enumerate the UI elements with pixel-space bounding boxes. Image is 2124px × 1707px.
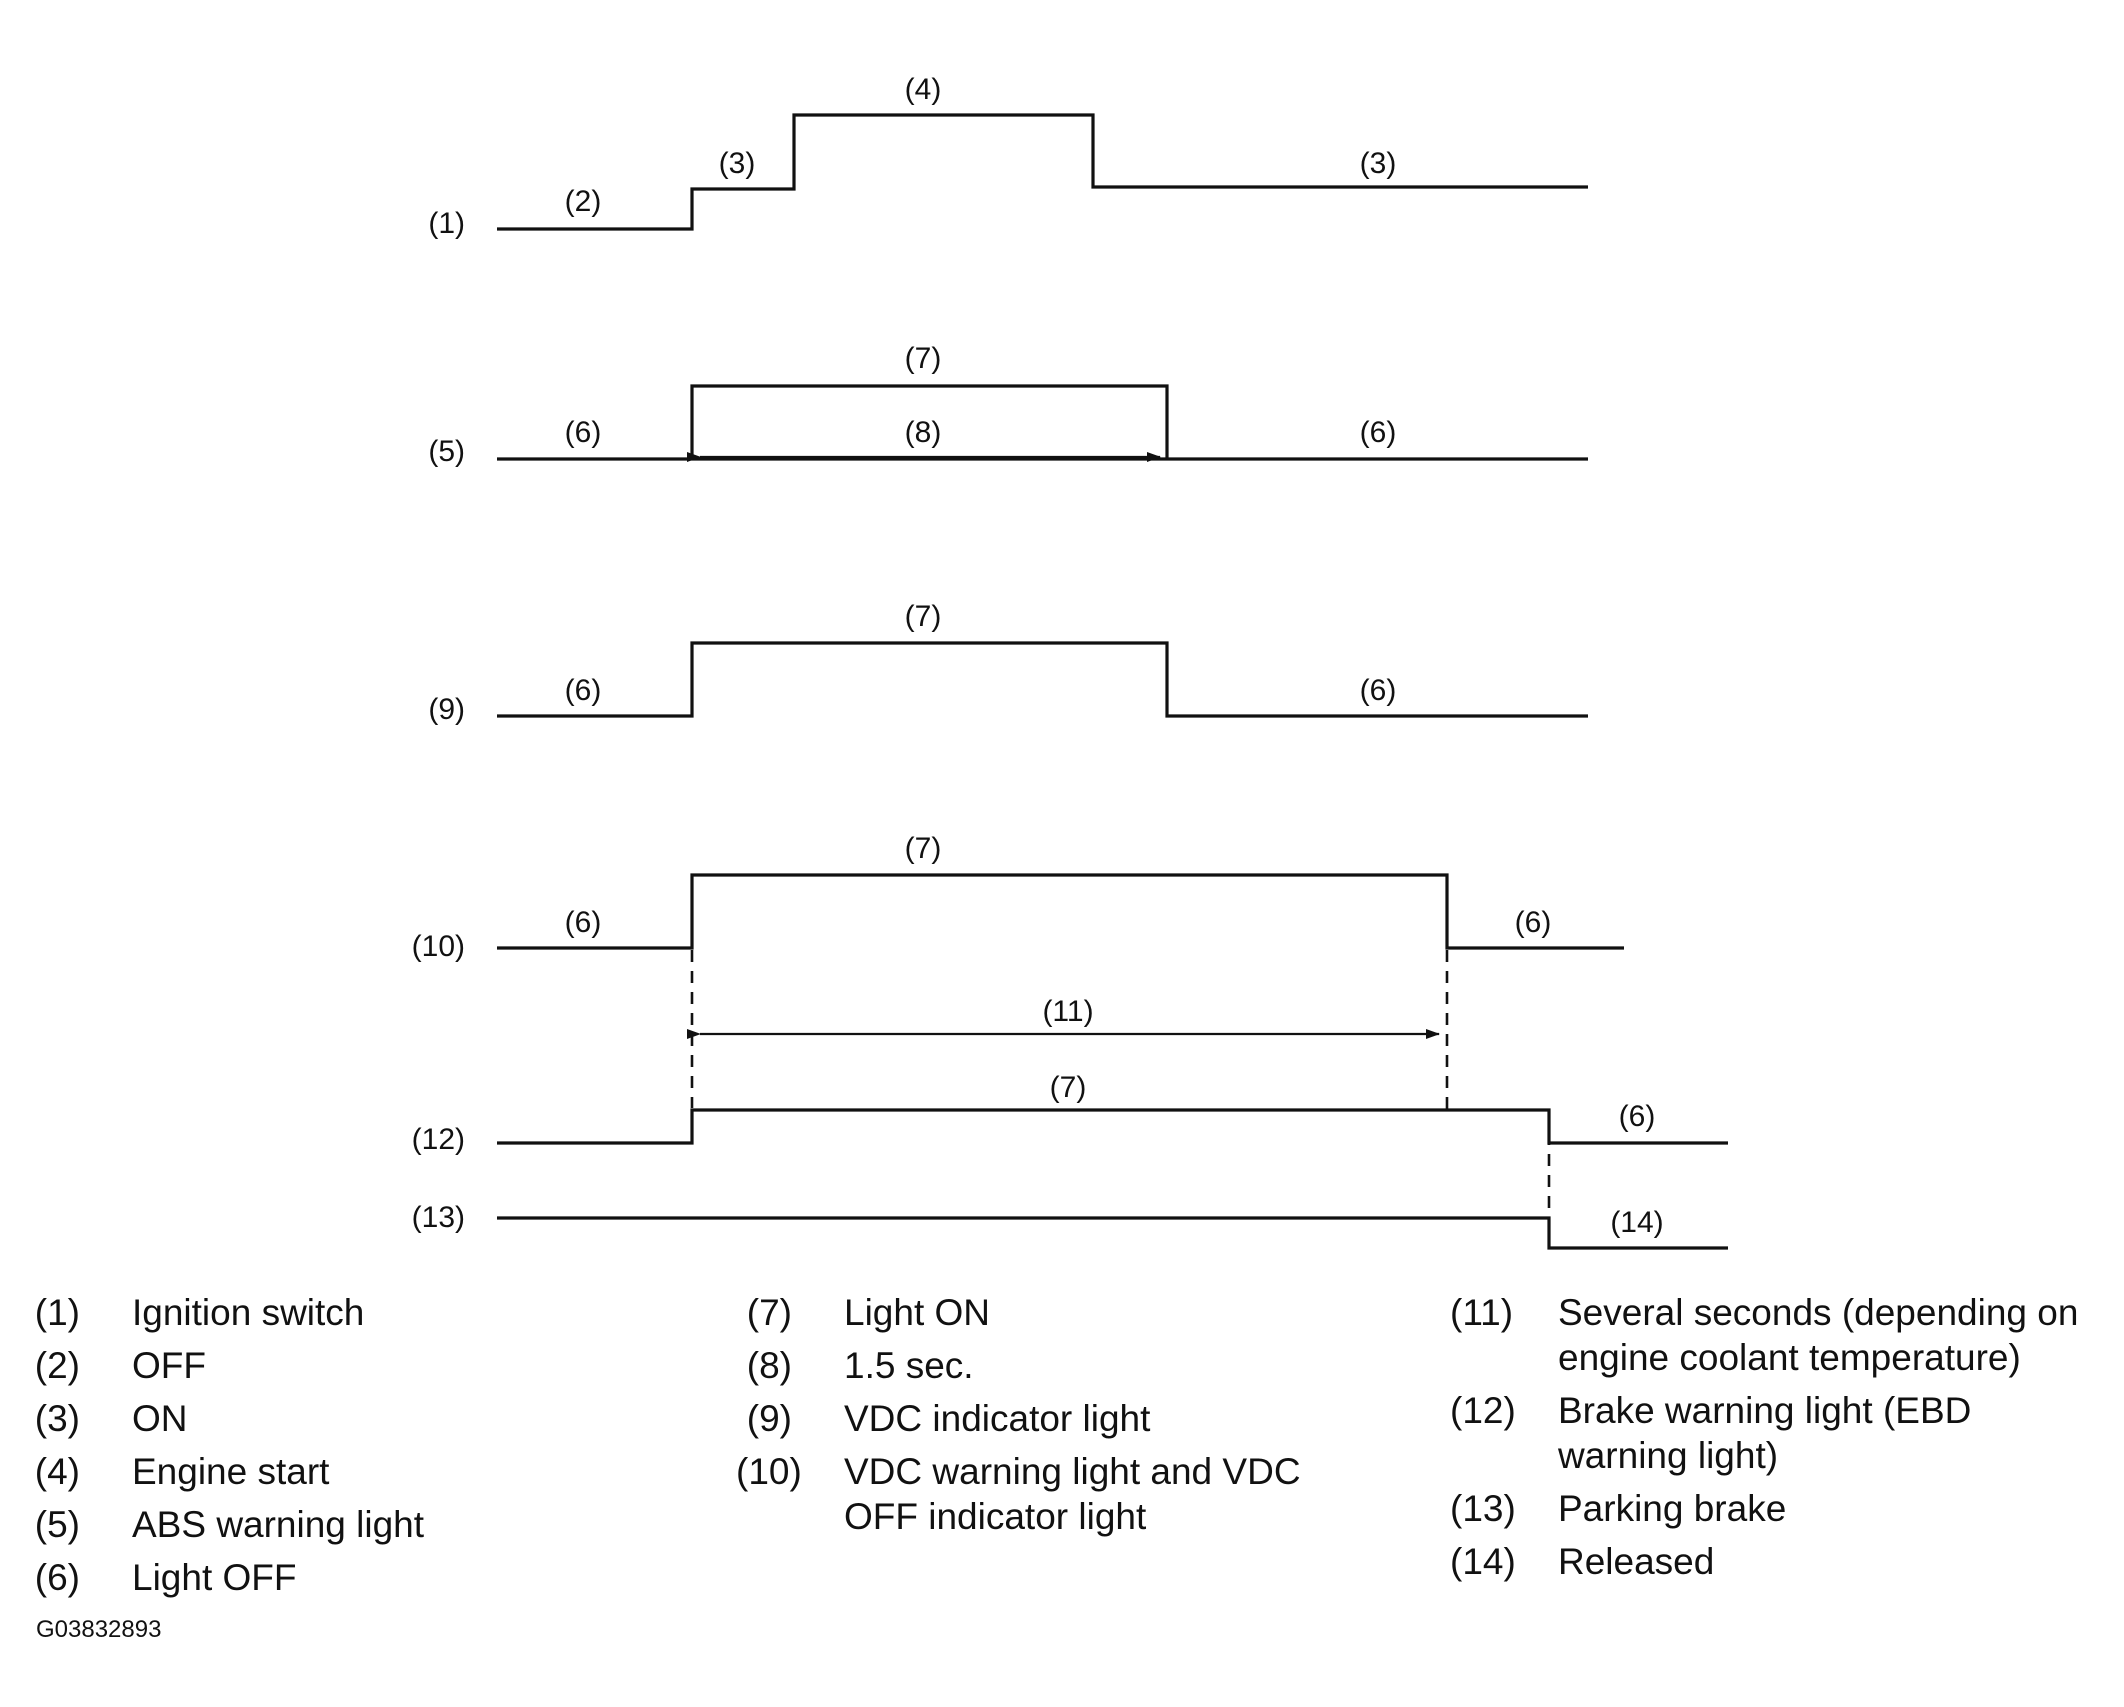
legend-text: VDC indicator light xyxy=(844,1398,1151,1439)
legend-number: (10) xyxy=(736,1451,802,1492)
legend-text: VDC warning light and VDC OFF indicator … xyxy=(844,1451,1301,1537)
row-label-parking-brake: (13) xyxy=(412,1201,465,1234)
legend-number: (7) xyxy=(746,1292,792,1333)
legend-item: (2) OFF xyxy=(24,1343,664,1388)
waveform-vdc-indicator-light xyxy=(497,641,1588,718)
legend-number: (14) xyxy=(1450,1541,1516,1582)
legend-text: Several seconds (depending on engine coo… xyxy=(1558,1292,2079,1378)
legend-item: (14) Released xyxy=(1450,1539,2110,1584)
legend-number: (5) xyxy=(34,1504,80,1545)
segment-label-1-5-sec: (8) xyxy=(905,416,942,449)
legend-number: (12) xyxy=(1450,1390,1516,1431)
timing-diagram: (1) (5) (9) (10) (12) (13) (2) (3) (4) (… xyxy=(412,73,1728,1250)
legend-number: (1) xyxy=(34,1292,80,1333)
segment-label-light-off-vdc-warn-2: (6) xyxy=(1515,906,1552,939)
legend-number: (2) xyxy=(34,1345,80,1386)
row-label-vdc-warning-light: (10) xyxy=(412,930,465,963)
waveform-brake-warning-light xyxy=(497,1108,1728,1145)
segment-label-light-off-vdc-ind-1: (6) xyxy=(565,674,602,707)
segment-label-light-on-vdc-warn: (7) xyxy=(905,832,942,865)
legend-text: ON xyxy=(132,1398,188,1439)
legend-item: (12) Brake warning light (EBD warning lig… xyxy=(1450,1388,2110,1478)
segment-label-engine-start: (4) xyxy=(905,73,942,106)
legend-item: (6) Light OFF xyxy=(24,1555,664,1600)
legend-item: (10) VDC warning light and VDC OFF indica… xyxy=(736,1449,1416,1539)
segment-label-light-on-abs: (7) xyxy=(905,342,942,375)
legend-text: Parking brake xyxy=(1558,1488,1787,1529)
legend-text: Light OFF xyxy=(132,1557,297,1598)
legend-number: (6) xyxy=(34,1557,80,1598)
legend-text: OFF xyxy=(132,1345,206,1386)
legend-number: (9) xyxy=(746,1398,792,1439)
legend-item: (11) Several seconds (depending on engine… xyxy=(1450,1290,2110,1380)
legend-item: (13) Parking brake xyxy=(1450,1486,2110,1531)
row-label-brake-warning-light: (12) xyxy=(412,1123,465,1156)
legend-text: 1.5 sec. xyxy=(844,1345,974,1386)
legend-number: (11) xyxy=(1450,1292,1514,1333)
legend-item: (4) Engine start xyxy=(24,1449,664,1494)
legend-item: (9) VDC indicator light xyxy=(736,1396,1416,1441)
waveform-vdc-warning-light xyxy=(497,873,1624,950)
waveform-parking-brake xyxy=(497,1216,1728,1250)
legend-item: (3) ON xyxy=(24,1396,664,1441)
segment-label-light-off-vdc-ind-2: (6) xyxy=(1360,674,1397,707)
segment-label-off: (2) xyxy=(565,185,602,218)
legend-column-2: (7) Light ON (8) 1.5 sec. (9) VDC indicator… xyxy=(736,1290,1416,1547)
segment-label-light-off-abs-2: (6) xyxy=(1360,416,1397,449)
segment-label-light-off-brake: (6) xyxy=(1619,1100,1656,1133)
figure-id: G03832893 xyxy=(36,1616,162,1643)
segment-label-light-on-vdc-ind: (7) xyxy=(905,600,942,633)
row-label-vdc-indicator-light: (9) xyxy=(428,693,465,726)
legend-text: Engine start xyxy=(132,1451,330,1492)
row-label-ignition-switch: (1) xyxy=(428,207,465,240)
legend-text: Light ON xyxy=(844,1292,991,1333)
row-label-abs-warning-light: (5) xyxy=(428,435,465,468)
waveform-abs-warning-light xyxy=(497,384,1588,461)
legend-column-1: (1) Ignition switch (2) OFF (3) ON (4) Engin… xyxy=(24,1290,664,1608)
legend-number: (8) xyxy=(746,1345,792,1386)
legend-text: Released xyxy=(1558,1541,1715,1582)
segment-label-on-1: (3) xyxy=(719,147,756,180)
legend-text: Ignition switch xyxy=(132,1292,365,1333)
waveform-ignition-switch xyxy=(497,113,1588,231)
legend-text: ABS warning light xyxy=(132,1504,425,1545)
legend-item: (5) ABS warning light xyxy=(24,1502,664,1547)
segment-label-on-2: (3) xyxy=(1360,147,1397,180)
segment-label-several-seconds: (11) xyxy=(1042,995,1093,1028)
legend-column-3: (11) Several seconds (depending on engine… xyxy=(1450,1290,2110,1592)
legend-number: (13) xyxy=(1450,1488,1516,1529)
segment-label-light-off-vdc-warn-1: (6) xyxy=(565,906,602,939)
legend-item: (1) Ignition switch xyxy=(24,1290,664,1335)
segment-label-released: (14) xyxy=(1610,1206,1663,1239)
legend-number: (4) xyxy=(34,1451,80,1492)
legend-number: (3) xyxy=(34,1398,80,1439)
segment-label-light-off-abs-1: (6) xyxy=(565,416,602,449)
legend-item: (7) Light ON xyxy=(736,1290,1416,1335)
legend-item: (8) 1.5 sec. xyxy=(736,1343,1416,1388)
segment-label-light-on-brake: (7) xyxy=(1050,1071,1087,1104)
legend-text: Brake warning light (EBD warning light) xyxy=(1558,1390,1972,1476)
